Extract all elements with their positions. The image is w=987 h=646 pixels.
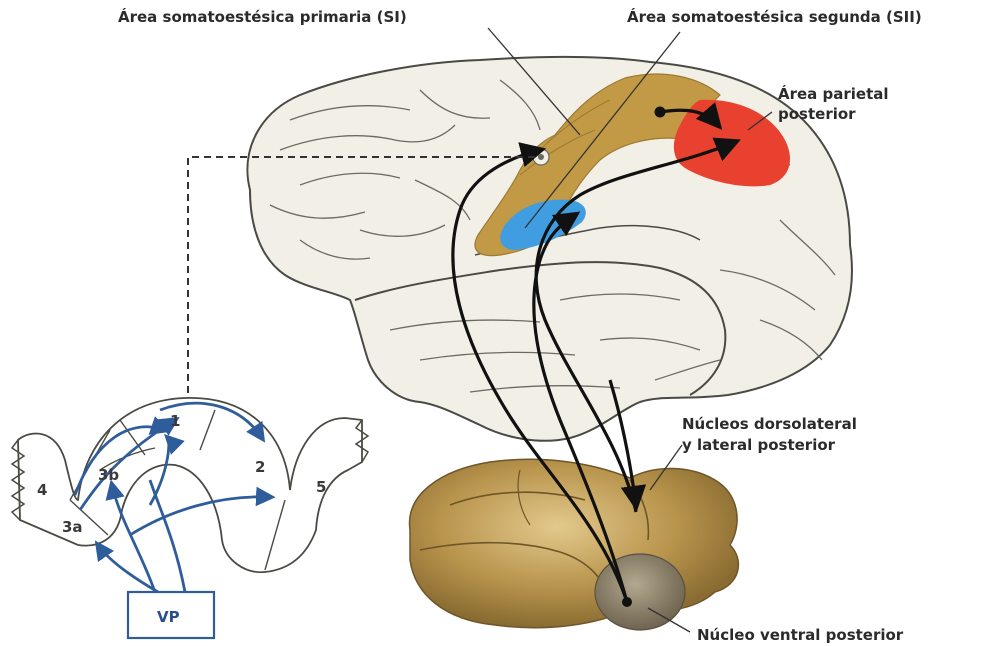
thalamus: [410, 445, 739, 632]
label-area-3a: 3a: [62, 518, 83, 536]
cross-section-outline: [18, 398, 362, 572]
label-dorsolateral-line1: Núcleos dorsolateral: [682, 415, 857, 433]
label-area-4: 4: [37, 481, 47, 499]
label-dorsolateral-line2: y lateral posterior: [682, 436, 836, 454]
ventral-posterior-nucleus: [595, 554, 685, 630]
label-parietal-line2: posterior: [778, 105, 856, 123]
label-si: Área somatoestésica primaria (SI): [118, 7, 407, 26]
brain-cortex: [247, 28, 852, 441]
label-parietal-line1: Área parietal: [778, 84, 889, 103]
label-area-3b: 3b: [98, 466, 119, 484]
label-area-1: 1: [170, 412, 180, 430]
label-area-5: 5: [316, 478, 326, 496]
label-sii: Área somatoestésica segunda (SII): [627, 7, 922, 26]
label-vp: VP: [157, 608, 180, 626]
cortex-cross-section: [12, 398, 368, 572]
label-area-2: 2: [255, 458, 265, 476]
label-ventral: Núcleo ventral posterior: [697, 626, 904, 644]
brain-outline: [247, 57, 852, 441]
